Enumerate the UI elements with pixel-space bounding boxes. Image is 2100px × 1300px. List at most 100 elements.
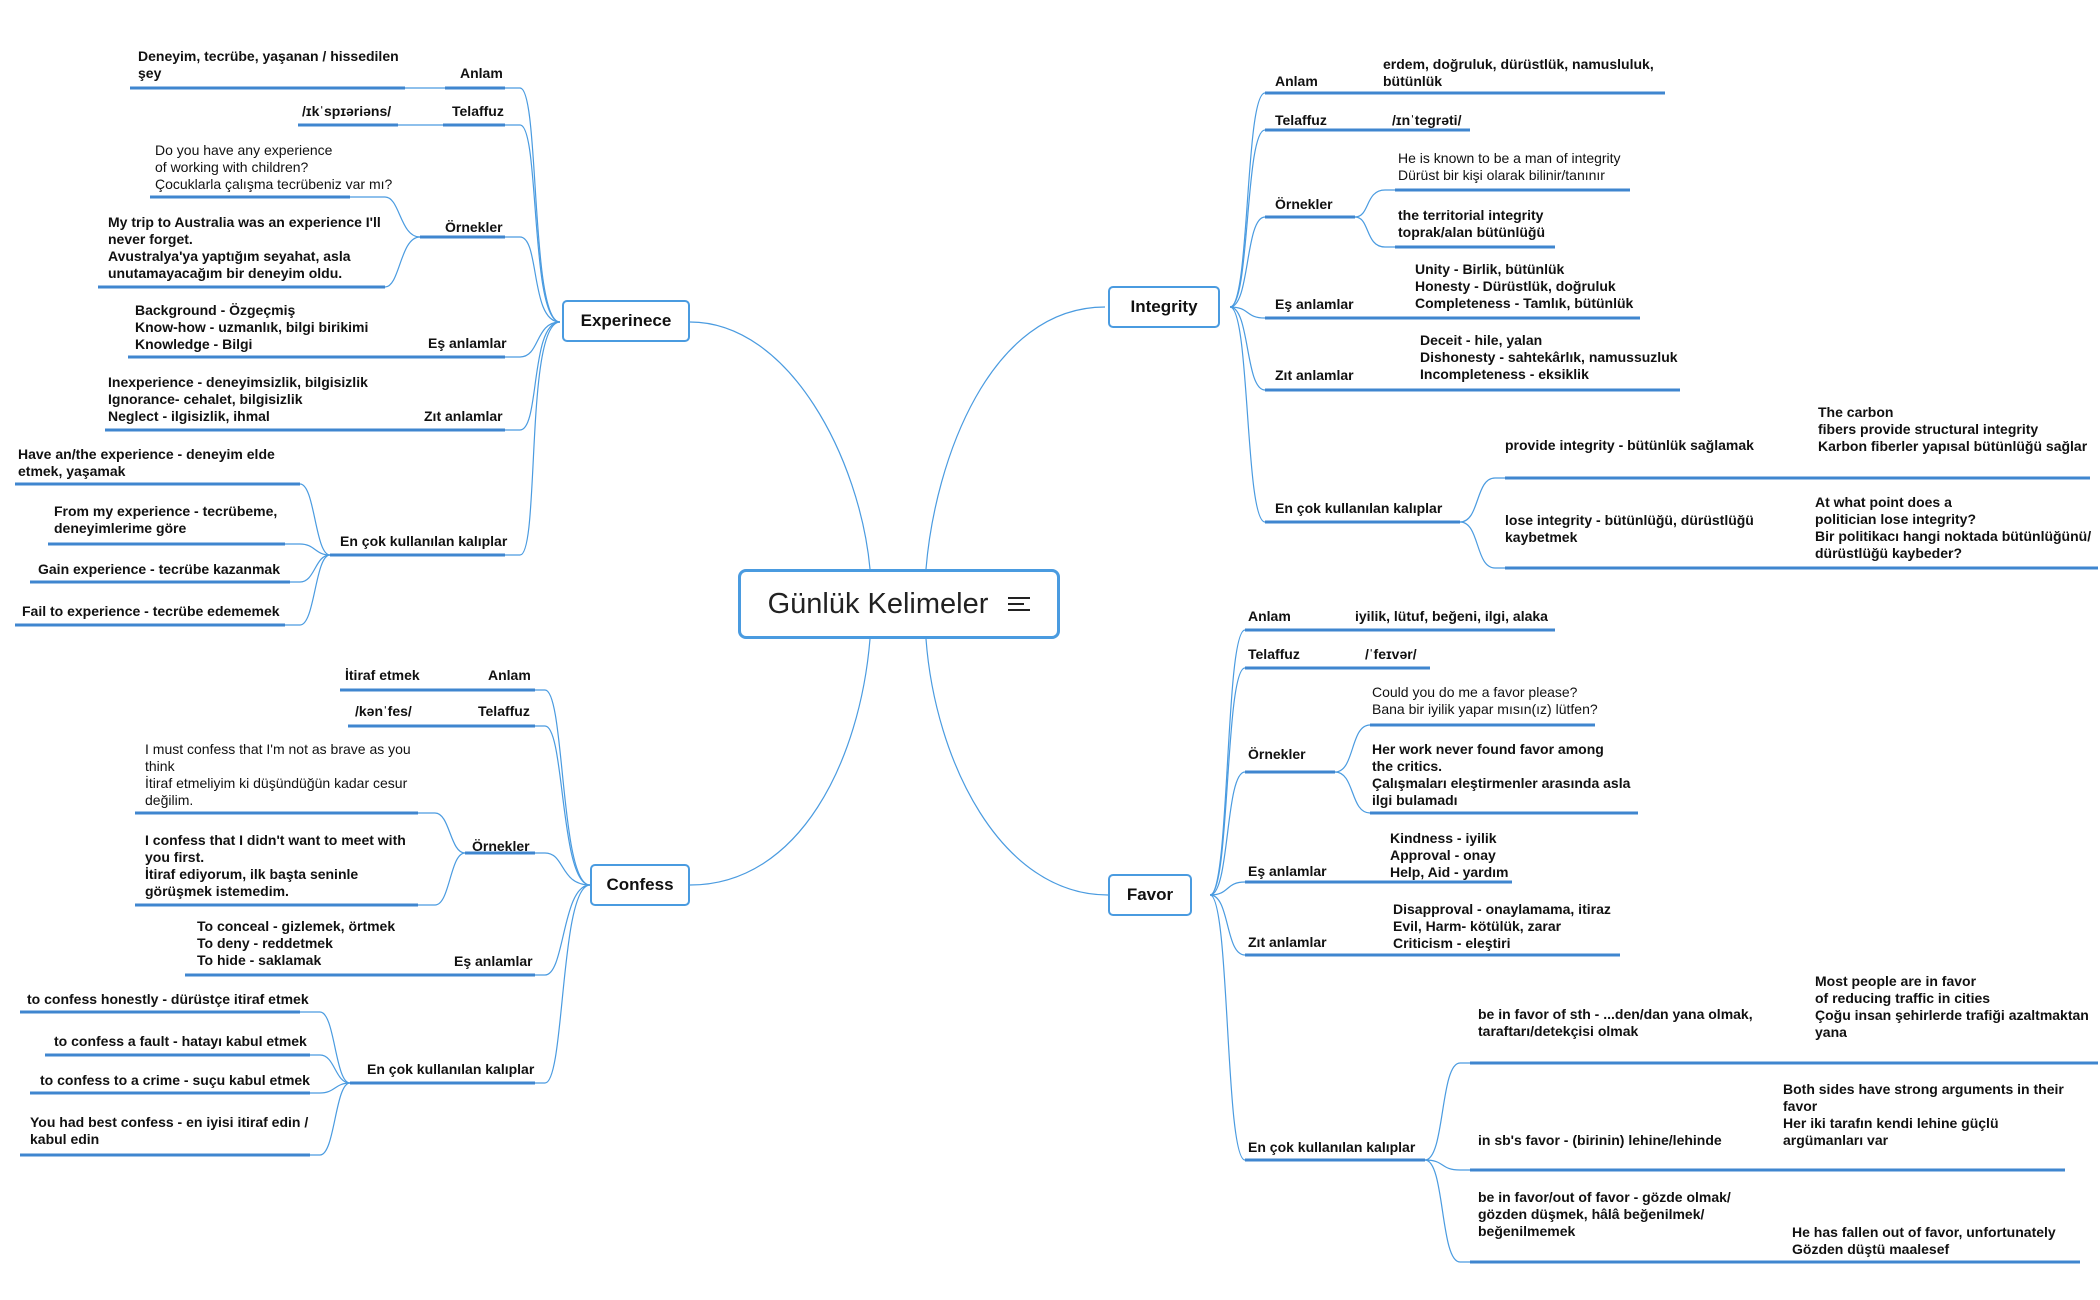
confess-pattern-1[interactable]: to confess honestly - dürüstçe itiraf et… [27, 991, 309, 1007]
favor-pattern-2-example-line-1: Both sides have strong arguments in thei… [1783, 1081, 2064, 1097]
favor-example-1-line-2: Bana bir iyilik yapar mısın(ız) lütfen? [1372, 701, 1598, 717]
experience-example-2-line-1: My trip to Australia was an experience I… [108, 214, 381, 230]
experience-telaffuz-label[interactable]: Telaffuz [452, 103, 504, 119]
integrity-example-1-line-1: He is known to be a man of integrity [1398, 150, 1621, 166]
integrity-telaffuz-text[interactable]: /ɪnˈteɡrəti/ [1392, 112, 1462, 128]
experience-example-2-line-3: Avustralya'ya yaptığım seyahat, asla [108, 248, 351, 264]
integrity-es-label[interactable]: Eş anlamlar [1275, 296, 1354, 312]
topic-favor[interactable]: Favor [1108, 874, 1192, 916]
favor-antonym-2: Evil, Harm- kötülük, zarar [1393, 918, 1562, 934]
confess-pattern-3[interactable]: to confess to a crime - suçu kabul etmek [40, 1072, 310, 1088]
topic-integrity[interactable]: Integrity [1108, 286, 1220, 328]
topic-experience[interactable]: Experinece [562, 300, 690, 342]
favor-telaffuz-text[interactable]: /ˈfeɪvər/ [1365, 646, 1417, 662]
experience-synonym-1: Background - Özgeçmiş [135, 302, 296, 318]
experience-zit-label[interactable]: Zıt anlamlar [424, 408, 503, 424]
experience-example-1-line-2: of working with children? [155, 159, 309, 175]
experience-pattern-2[interactable]: From my experience - tecrübeme,deneyimle… [54, 503, 277, 537]
favor-pattern-1[interactable]: be in favor of sth - ...den/dan yana olm… [1478, 1006, 1753, 1040]
confess-example-2[interactable]: I confess that I didn't want to meet wit… [145, 832, 406, 900]
favor-example-1[interactable]: Could you do me a favor please?Bana bir … [1372, 684, 1598, 718]
integrity-kalip-label[interactable]: En çok kullanılan kalıplar [1275, 500, 1443, 516]
confess-example-1[interactable]: I must confess that I'm not as brave as … [145, 741, 411, 809]
favor-anlam-text[interactable]: iyilik, lütuf, beğeni, ilgi, alaka [1355, 608, 1548, 624]
favor-example-2-line-1: Her work never found favor among [1372, 741, 1604, 757]
confess-example-2-line-2: you first. [145, 849, 205, 865]
favor-pattern-1-example-line-3: Çoğu insan şehirlerde trafiği azaltmakta… [1815, 1007, 2089, 1023]
integrity-anlam-label[interactable]: Anlam [1275, 73, 1318, 89]
experience-example-2[interactable]: My trip to Australia was an experience I… [108, 214, 381, 282]
integrity-example-2-line-1: the territorial integrity [1398, 207, 1544, 223]
confess-anlam-label[interactable]: Anlam [488, 667, 531, 683]
experience-telaffuz-text[interactable]: /ɪkˈspɪəriəns/ [302, 103, 392, 119]
favor-pattern-2[interactable]: in sb's favor - (birinin) lehine/lehinde [1478, 1132, 1722, 1148]
favor-synonym-3: Help, Aid - yardım [1390, 864, 1509, 880]
integrity-pattern-2-example-line-4: dürüstlüğü kaybeder? [1815, 545, 1963, 561]
favor-pattern-3-example-line-2: Gözden düştü maalesef [1792, 1241, 1950, 1257]
favor-pattern-3[interactable]: be in favor/out of favor - gözde olmak/g… [1478, 1189, 1731, 1240]
topic-favor-title: Favor [1126, 885, 1174, 904]
confess-anlam-text[interactable]: İtiraf etmek [345, 667, 420, 683]
integrity-zit-label[interactable]: Zıt anlamlar [1275, 367, 1354, 383]
integrity-ornekler-label[interactable]: Örnekler [1275, 196, 1333, 212]
favor-zit-label[interactable]: Zıt anlamlar [1248, 934, 1327, 950]
favor-pattern-3-example[interactable]: He has fallen out of favor, unfortunatel… [1792, 1224, 2056, 1258]
favor-es-label[interactable]: Eş anlamlar [1248, 863, 1327, 879]
integrity-pattern-1[interactable]: provide integrity - bütünlük sağlamak [1505, 437, 1754, 453]
integrity-anlam-text[interactable]: erdem, doğruluk, dürüstlük, namusluluk,b… [1383, 56, 1654, 90]
confess-ornekler-label[interactable]: Örnekler [472, 838, 530, 854]
experience-pattern-4[interactable]: Fail to experience - tecrübe edememek [22, 603, 280, 619]
experience-ornekler-label[interactable]: Örnekler [445, 219, 503, 235]
menu-lines-icon[interactable] [1008, 593, 1031, 615]
confess-es-label[interactable]: Eş anlamlar [454, 953, 533, 969]
integrity-synonym-1: Unity - Birlik, bütünlük [1415, 261, 1565, 277]
experience-kalip-label[interactable]: En çok kullanılan kalıplar [340, 533, 508, 549]
experience-anlam-label[interactable]: Anlam [460, 65, 503, 81]
confess-pattern-4[interactable]: You had best confess - en iyisi itiraf e… [30, 1114, 308, 1148]
topic-confess[interactable]: Confess [590, 864, 690, 906]
confess-pattern-2[interactable]: to confess a fault - hatayı kabul etmek [54, 1033, 307, 1049]
confess-telaffuz-label[interactable]: Telaffuz [478, 703, 530, 719]
experience-antonyms[interactable]: Inexperience - deneyimsizlik, bilgisizli… [108, 374, 368, 425]
confess-kalip-label[interactable]: En çok kullanılan kalıplar [367, 1061, 535, 1077]
central-topic[interactable]: Günlük Kelimeler [738, 569, 1060, 639]
integrity-pattern-1-example-line-1: The carbon [1818, 404, 1894, 420]
integrity-synonym-3: Completeness - Tamlık, bütünlük [1415, 295, 1634, 311]
favor-kalip-label[interactable]: En çok kullanılan kalıplar [1248, 1139, 1416, 1155]
favor-telaffuz-label[interactable]: Telaffuz [1248, 646, 1300, 662]
favor-pattern-2-example-line-4: argümanları var [1783, 1132, 1889, 1148]
confess-telaffuz-text[interactable]: /kənˈfes/ [355, 703, 412, 719]
confess-pattern-4-line-2: kabul edin [30, 1131, 100, 1147]
integrity-antonym-3: Incompleteness - eksiklik [1420, 366, 1589, 382]
experience-pattern-3[interactable]: Gain experience - tecrübe kazanmak [38, 561, 280, 577]
favor-anlam-label[interactable]: Anlam [1248, 608, 1291, 624]
experience-example-1-line-1: Do you have any experience [155, 142, 333, 158]
experience-es-label[interactable]: Eş anlamlar [428, 335, 507, 351]
integrity-telaffuz-label[interactable]: Telaffuz [1275, 112, 1327, 128]
experience-pattern-2-line-1: From my experience - tecrübeme, [54, 503, 278, 519]
favor-antonym-3: Criticism - eleştiri [1393, 935, 1511, 951]
integrity-pattern-2-example-line-3: Bir politikacı hangi noktada bütünlüğünü… [1815, 528, 2092, 544]
experience-antonym-2: Ignorance- cehalet, bilgisizlik [108, 391, 303, 407]
favor-synonym-2: Approval - onay [1390, 847, 1496, 863]
confess-synonym-1: To conceal - gizlemek, örtmek [197, 918, 396, 934]
integrity-pattern-1-example-line-2: fibers provide structural integrity [1818, 421, 2039, 437]
favor-pattern-2-example[interactable]: Both sides have strong arguments in thei… [1783, 1081, 2064, 1149]
favor-ornekler-label[interactable]: Örnekler [1248, 746, 1306, 762]
